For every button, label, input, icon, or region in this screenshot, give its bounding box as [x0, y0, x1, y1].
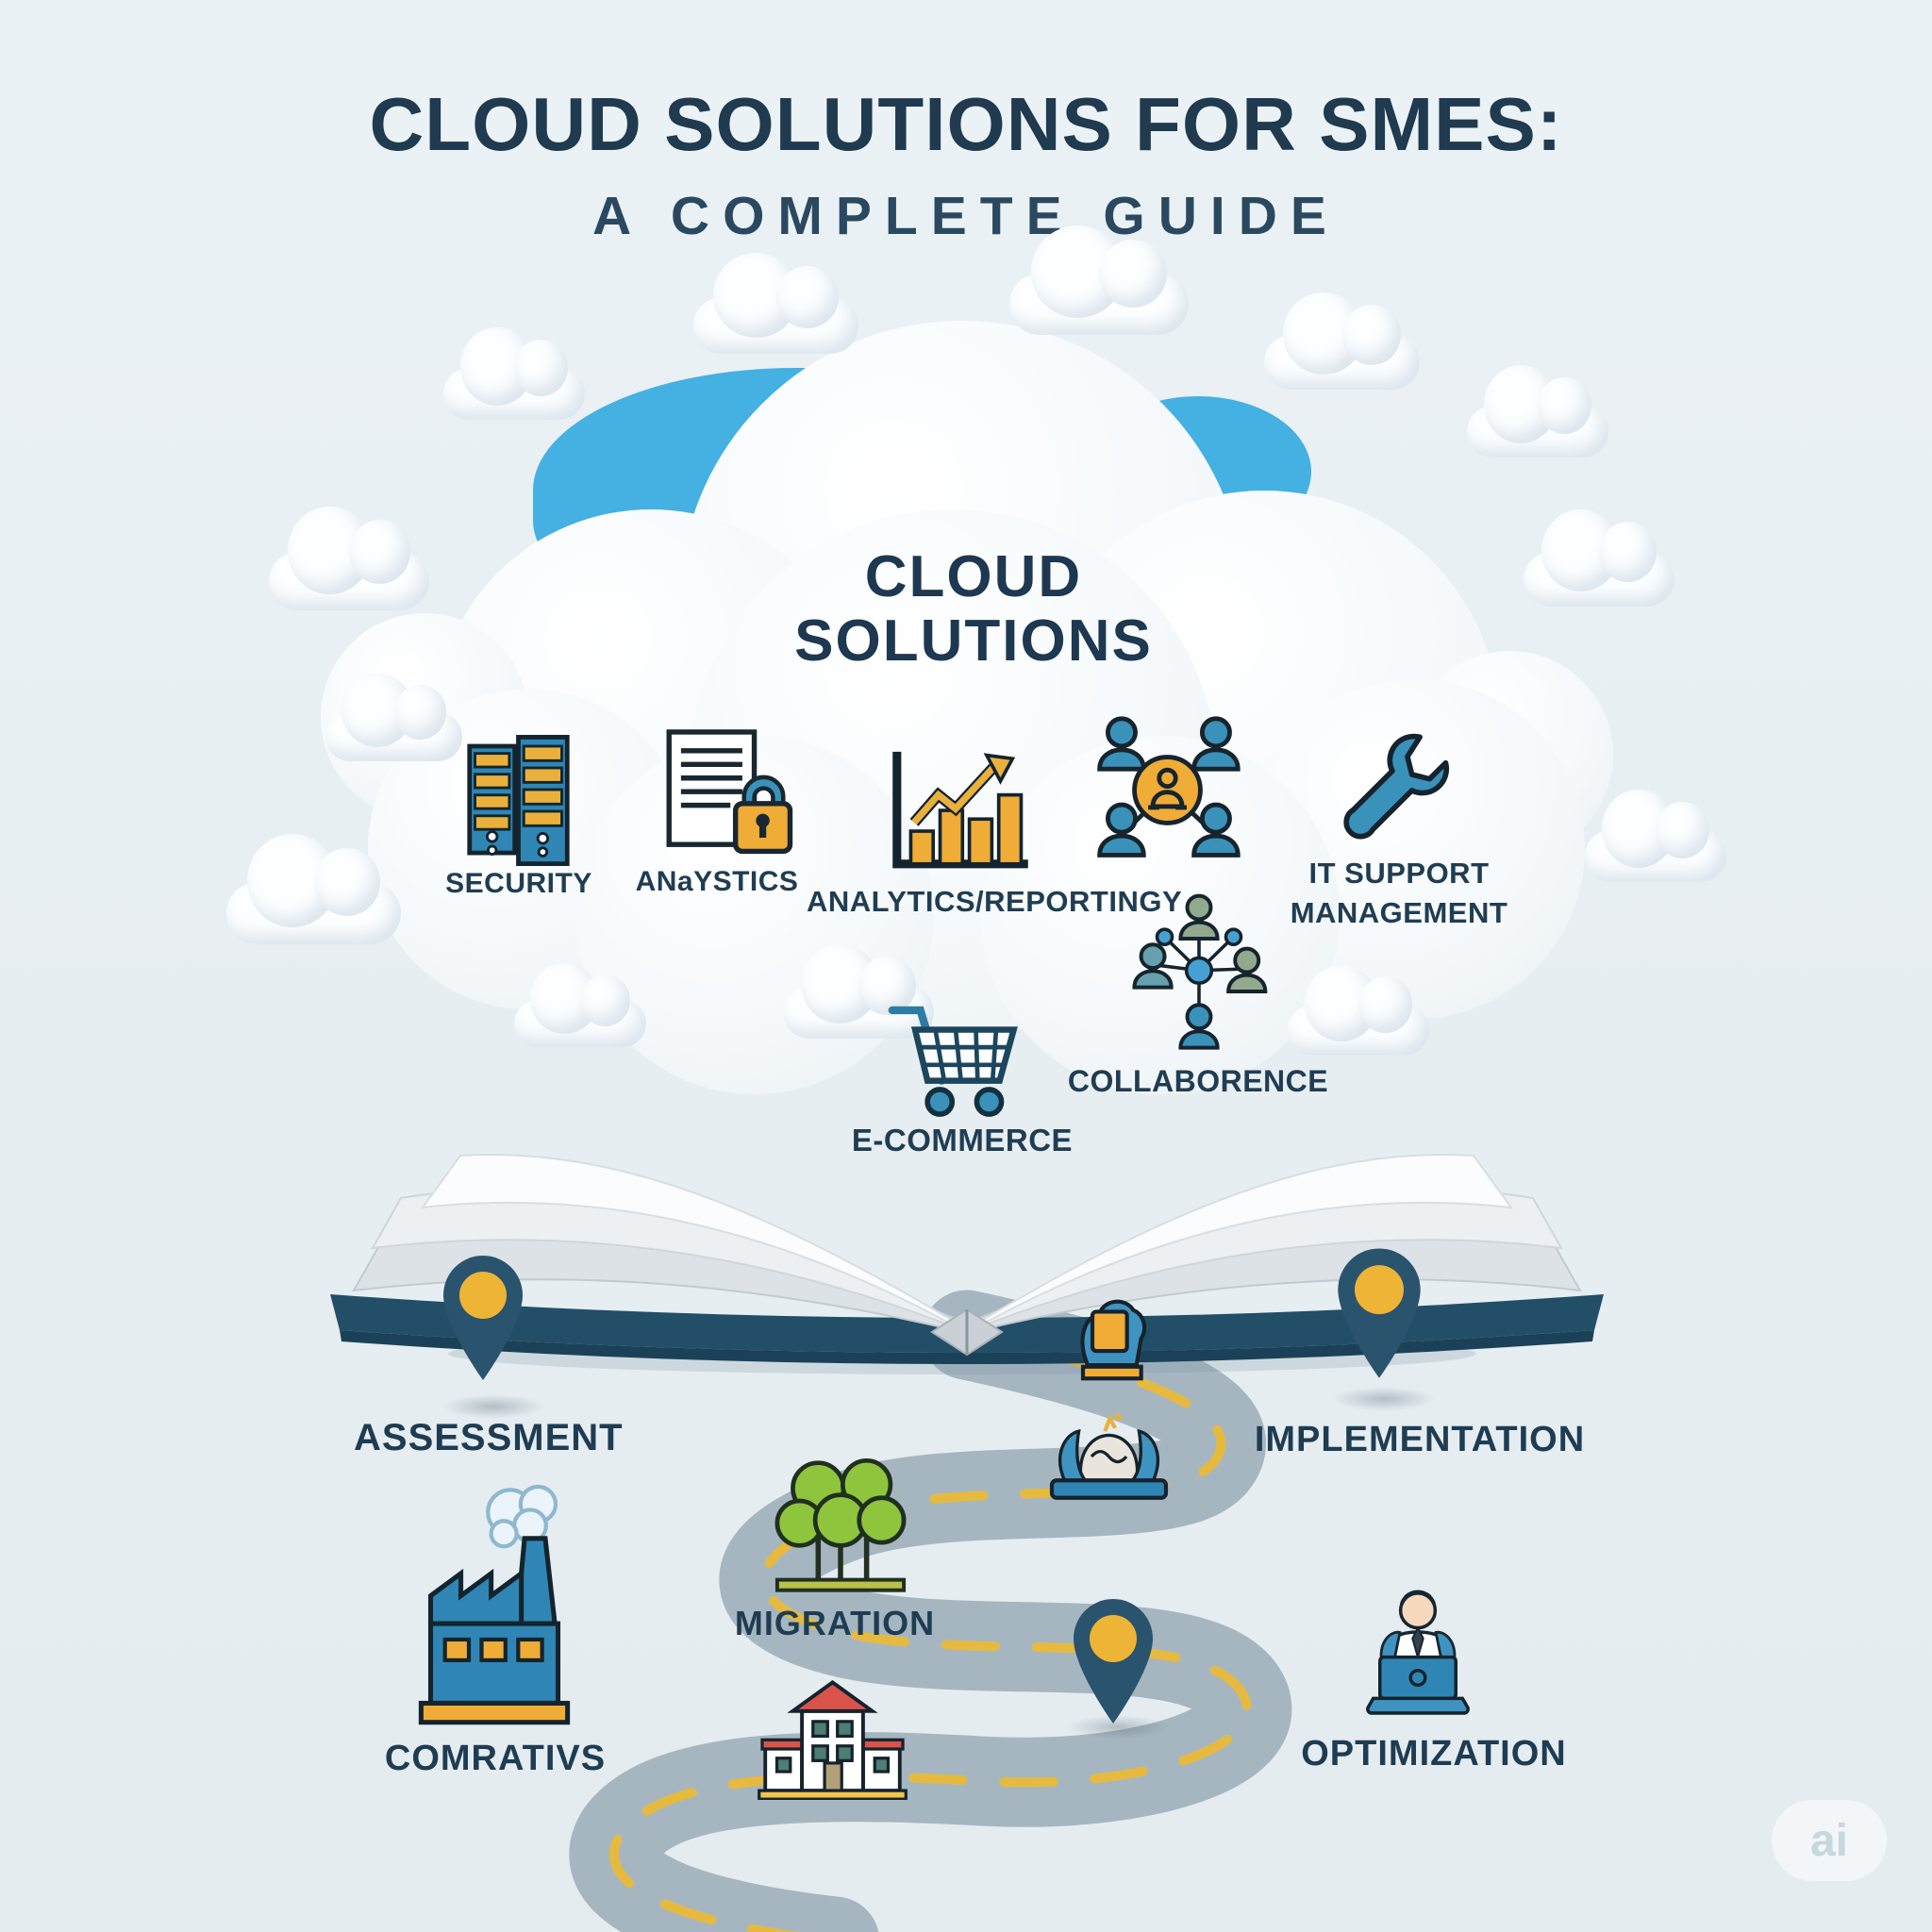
wrench-icon [1343, 733, 1450, 840]
people-network-icon [1097, 716, 1241, 858]
shopping-cart-icon [888, 1006, 1018, 1117]
small-cloud [325, 674, 462, 761]
small-cloud [443, 327, 585, 420]
analytics-reporting-label: ANALYTICS/REPORTINGY [807, 885, 1183, 918]
smoke-icon [486, 1484, 558, 1549]
small-cloud [1264, 291, 1420, 390]
document-lock-icon [666, 729, 793, 855]
factory-icon [418, 1484, 571, 1725]
assessment-label: ASSESSMENT [354, 1417, 624, 1458]
trees-icon [774, 1457, 907, 1592]
press-machine-icon [1049, 1413, 1169, 1500]
ai-watermark: ai [1772, 1800, 1887, 1881]
small-cloud [1009, 225, 1189, 335]
collaborence-label: COLLABORENCE [1067, 1064, 1329, 1098]
security-label: SECURITY [445, 868, 592, 899]
analystics-label: ANaYSTICS [635, 866, 799, 897]
map-pin-icon [1338, 1248, 1421, 1378]
page-subtitle: A COMPLETE GUIDE [592, 186, 1340, 246]
pin-shadow [441, 1394, 545, 1419]
open-book-illustration [330, 1154, 1604, 1374]
pin-shadow [1066, 1715, 1170, 1740]
server-rack-icon [467, 735, 570, 866]
bar-chart-icon [892, 751, 1028, 869]
pin-shadow [1332, 1387, 1436, 1411]
ecommerce-label: E-COMMERCE [851, 1123, 1074, 1158]
small-cloud [1524, 508, 1674, 607]
map-pin-icon [1074, 1599, 1153, 1724]
collaboration-network-icon [1132, 893, 1268, 1050]
cloud-heading: CLOUD SOLUTIONS [794, 544, 1153, 675]
small-cloud [1288, 964, 1429, 1056]
small-cloud [1585, 790, 1726, 882]
small-cloud [269, 506, 429, 610]
page-title: CLOUD SOLUTIONS FOR SMES: [369, 82, 1563, 166]
it-support-label: IT SUPPORT MANAGEMENT [1290, 857, 1508, 929]
small-cloud [693, 253, 858, 354]
migration-label: MIGRATION [734, 1604, 936, 1642]
small-cloud [514, 963, 646, 1047]
small-cloud [226, 833, 401, 944]
building-icon [758, 1679, 908, 1800]
small-cloud [1467, 365, 1608, 458]
road-dashes [609, 1330, 1252, 1932]
implementation-label: IMPLEMENTATION [1254, 1420, 1586, 1459]
comrativs-label: COMRATIVS [384, 1739, 607, 1778]
optimization-label: OPTIMIZATION [1301, 1734, 1567, 1774]
map-pin-icon [443, 1256, 523, 1380]
gavel-icon [1080, 1299, 1147, 1381]
person-laptop-icon [1366, 1590, 1470, 1715]
